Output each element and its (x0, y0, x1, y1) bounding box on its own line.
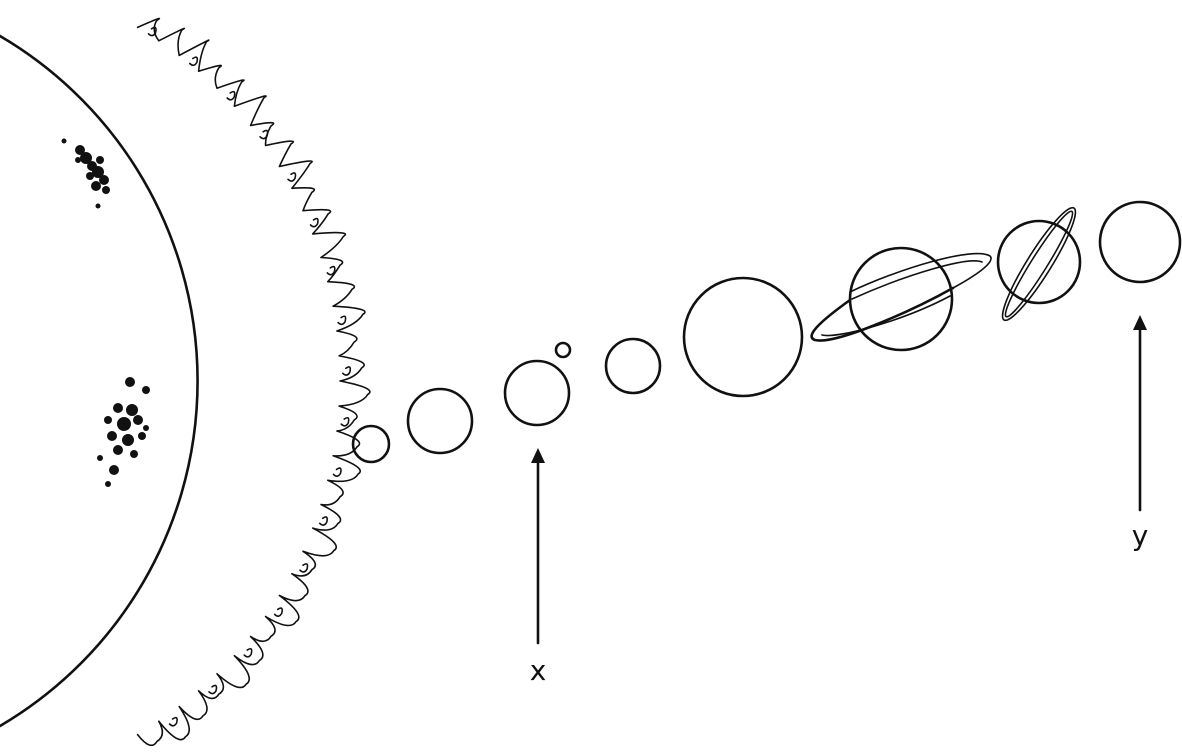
planet-2 (408, 389, 472, 453)
sun-corona-curl (327, 267, 335, 275)
sunspot (113, 445, 123, 455)
sun-corona-curl (341, 418, 349, 426)
sunspot (133, 415, 143, 425)
sun-corona-curl (311, 219, 319, 227)
sun-corona-curl (170, 718, 178, 726)
sunspot-cluster-upper (62, 139, 111, 209)
sunspot (107, 431, 117, 441)
planet-7-ringed (994, 202, 1084, 327)
sunspot (138, 432, 146, 440)
planet-6-ring-front-inner (822, 296, 950, 336)
sunspot (109, 465, 119, 475)
sunspot (91, 181, 101, 191)
sunspot (102, 186, 110, 194)
sunspot (126, 404, 138, 416)
sunspot (96, 204, 101, 209)
sun-corona (138, 19, 370, 746)
sunspot (62, 139, 67, 144)
sunspot (104, 416, 112, 424)
sun-corona-curl (300, 564, 308, 572)
sun-corona-curl (320, 517, 328, 525)
sun-corona-curl (288, 173, 296, 181)
sun (0, 19, 370, 746)
planet-4 (606, 339, 660, 393)
sunspot (125, 377, 135, 387)
sun-corona-curl (190, 57, 198, 65)
arrow-x-head (531, 448, 545, 463)
sunspot (117, 417, 131, 431)
pointer-x: x (530, 448, 547, 687)
sunspot (97, 455, 103, 461)
sunspot (130, 450, 138, 458)
sunspot (143, 425, 149, 431)
planet-3-moon (556, 343, 570, 357)
planet-6-ring-front (812, 288, 953, 341)
sun-edge (0, 36, 198, 726)
sunspot (96, 156, 104, 164)
sun-corona-flames (138, 19, 370, 746)
arrow-y-head (1133, 315, 1147, 330)
sunspot (105, 481, 111, 487)
sun-corona-curl (275, 608, 283, 616)
sun-corona-curl (209, 685, 217, 693)
planet-8 (1100, 202, 1180, 282)
planet-6 (850, 248, 952, 350)
sunspot (113, 403, 123, 413)
planet-6-ringed (812, 248, 991, 350)
sun-corona-curl (334, 468, 342, 476)
sun-corona-curl (338, 316, 346, 324)
sun-corona-curl (343, 367, 351, 375)
label-x: x (530, 654, 547, 687)
planet-5 (684, 278, 802, 396)
planets (353, 202, 1180, 462)
sunspot (75, 157, 81, 163)
label-y: y (1132, 519, 1149, 552)
planet-1 (353, 426, 389, 462)
sunspot (122, 434, 134, 446)
sunspot-cluster-lower (97, 377, 150, 487)
planet-3 (505, 361, 569, 425)
sun-corona-curl (227, 92, 235, 100)
sunspot (142, 386, 150, 394)
pointer-y: y (1132, 315, 1149, 552)
sunspot (86, 172, 94, 180)
sun-corona-curl (244, 649, 252, 657)
sunspot (99, 175, 109, 185)
